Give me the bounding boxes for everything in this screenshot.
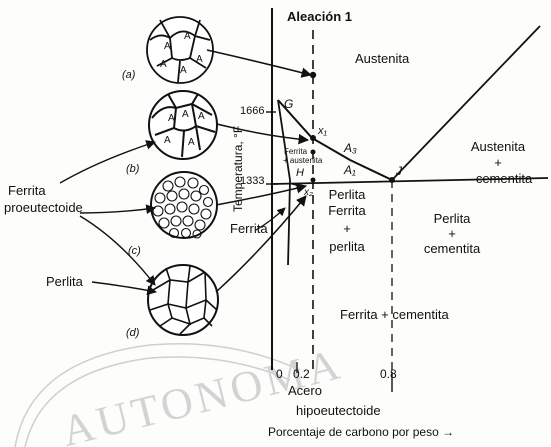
grain-b-3: A xyxy=(198,112,205,122)
region-ferrita-austenita-2: + austenita xyxy=(283,157,322,165)
region-perlita-cementita-1: Perlita xyxy=(412,212,492,225)
point-g-label: G xyxy=(284,98,293,110)
arrow-perlita xyxy=(92,282,156,292)
grain-a-2: A xyxy=(184,32,191,42)
arrow-c xyxy=(216,186,306,205)
micrograph-b xyxy=(149,91,217,159)
arrow-a xyxy=(207,50,311,75)
tick-label-0: 0 xyxy=(276,368,283,380)
region-austenita-top: Austenita xyxy=(355,52,409,65)
micro-label-b: (b) xyxy=(126,164,139,175)
region-perlita-ferrita-3: + xyxy=(312,222,382,235)
region-perlita-cementita-3: cementita xyxy=(412,242,492,255)
grain-b-5: A xyxy=(188,138,195,148)
region-cementita-right: cementita xyxy=(458,172,550,185)
steel-label-acero: Acero xyxy=(288,384,322,397)
arrow-d xyxy=(216,196,306,292)
point-a3-label: A₃ xyxy=(344,142,357,154)
region-perlita-ferrita-2: Ferrita xyxy=(312,204,382,217)
point-ferrite-austenite xyxy=(311,150,316,155)
side-label-ferrita: Ferrita xyxy=(8,184,46,197)
grain-a-1: A xyxy=(164,42,171,52)
grain-a-5: A xyxy=(196,55,203,65)
y-axis-label: Temperatura, °F xyxy=(232,52,244,212)
arrow-ferrita-proeutectoide-to-c xyxy=(80,208,155,213)
point-x2 xyxy=(311,178,316,183)
region-perlita-ferrita-1: Perlita xyxy=(312,188,382,201)
region-perlita-cementita-2: + xyxy=(412,227,492,240)
point-h-label: H xyxy=(296,168,304,179)
side-label-perlita: Perlita xyxy=(46,275,83,288)
alloy-label: Aleación 1 xyxy=(287,10,352,23)
side-label-proeutectoide: proeutectoide xyxy=(4,201,83,214)
grain-b-2: A xyxy=(182,110,189,120)
arrow-ferrita-proeutectoide-to-d xyxy=(80,216,155,285)
micro-label-c: (c) xyxy=(128,246,141,257)
arrow-ferrita-proeutectoide-to-b xyxy=(60,142,155,183)
point-j-label: J xyxy=(396,165,402,177)
point-a1-label: A₁ xyxy=(344,164,356,176)
micro-label-a: (a) xyxy=(122,70,135,81)
micrograph-c xyxy=(151,172,217,238)
region-ferrita-austenita-1: Ferrita xyxy=(284,148,307,156)
grain-a-3: A xyxy=(160,60,167,70)
point-x1 xyxy=(310,135,316,141)
region-austenita-right: Austenita xyxy=(458,140,538,153)
tick-label-08: 0.8 xyxy=(380,368,397,380)
tick-label-02: 0.2 xyxy=(293,368,310,380)
grain-b-1: A xyxy=(168,114,175,124)
tick-label-1333: 1333 xyxy=(240,176,264,187)
grain-b-4: A xyxy=(164,136,171,146)
steel-label-hipoeutectoide: hipoeutectoide xyxy=(296,404,381,417)
point-j xyxy=(389,177,395,183)
region-ferrita-left: Ferrita xyxy=(230,222,268,235)
region-perlita-ferrita-4: perlita xyxy=(312,240,382,253)
grain-a-4: A xyxy=(180,66,187,76)
x-axis-label: Porcentaje de carbono por peso → xyxy=(268,426,454,438)
micro-label-d: (d) xyxy=(126,328,139,339)
region-plus-right: + xyxy=(458,156,538,169)
ferrite-solvus-line xyxy=(278,100,290,265)
point-x1-label: x₁ xyxy=(318,126,327,137)
tick-label-1666: 1666 xyxy=(240,106,264,117)
micrograph-d xyxy=(148,265,218,335)
region-ferrita-cementita: Ferrita + cementita xyxy=(340,308,449,321)
